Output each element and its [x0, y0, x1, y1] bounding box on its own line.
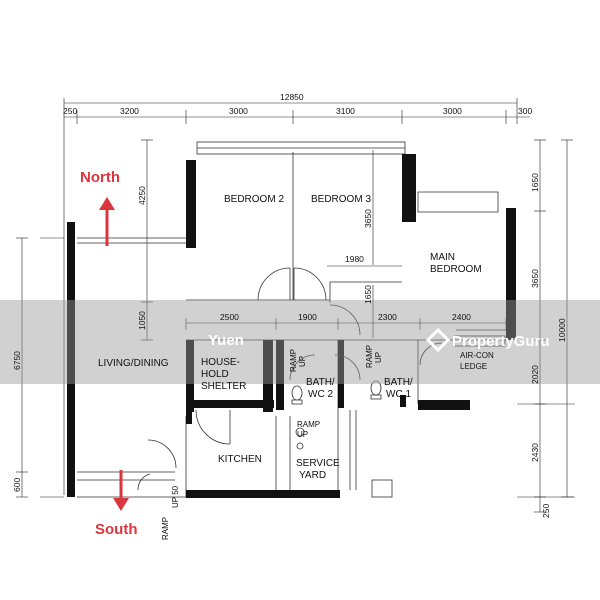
dim-top-seg-4: 3100 [336, 106, 355, 116]
room-shelter-line1: HOUSE- [201, 357, 240, 368]
dim-right-2: 3650 [530, 269, 540, 288]
room-kitchen: KITCHEN [218, 454, 262, 465]
ramp-1-up: UP [298, 356, 307, 367]
dim-mid-seg-2: 1900 [298, 312, 317, 322]
room-shelter-line2: HOLD [201, 369, 229, 380]
room-living-dining: LIVING/DINING [98, 358, 169, 369]
dim-mid-seg-1: 2500 [220, 312, 239, 322]
walls [67, 154, 516, 498]
watermark-agent: Yuen [208, 332, 244, 349]
dim-top-total: 12850 [280, 92, 304, 102]
room-aircon-line1: AIR-CON [460, 351, 494, 360]
dim-right-1: 1650 [530, 173, 540, 192]
dim-mid-seg-3: 2300 [378, 312, 397, 322]
dim-inner-horizontal: 1980 [345, 254, 364, 264]
room-bath1-line1: BATH/ [384, 377, 413, 388]
dim-left-2: 6750 [12, 351, 22, 370]
dim-right-3: 10000 [557, 318, 567, 342]
dim-left-1: 4250 [137, 186, 147, 205]
dim-inner-vertical-2: 1650 [363, 285, 373, 304]
room-bedroom-2: BEDROOM 2 [224, 194, 284, 205]
room-labels: BEDROOM 2 BEDROOM 3 MAIN BEDROOM LIVING/… [98, 194, 494, 481]
watermark: Yuen PropertyGuru [0, 300, 600, 384]
ramp-1-label: RAMP [289, 349, 298, 372]
room-bedroom-3: BEDROOM 3 [311, 194, 371, 205]
dim-left-4: 600 [12, 478, 22, 492]
ramp-labels: RAMP UP RAMP UP RAMP UP RAMP UP 50 [161, 345, 383, 540]
room-main-bedroom-line1: MAIN [430, 252, 455, 263]
dim-top-seg-3: 3000 [229, 106, 248, 116]
compass-south-label: South [95, 521, 138, 538]
ramp-50-label: RAMP [161, 517, 170, 540]
dim-right-4: 2020 [530, 365, 540, 384]
room-main-bedroom-line2: BEDROOM [430, 264, 482, 275]
ramp-2-label: RAMP [365, 345, 374, 368]
room-shelter-line3: SHELTER [201, 381, 246, 392]
room-bath2-line1: BATH/ [306, 377, 335, 388]
dimension-lines [16, 98, 575, 513]
compass-north-label: North [80, 169, 120, 186]
dim-top-seg-5: 3000 [443, 106, 462, 116]
compass: North South [80, 169, 138, 538]
dim-left-3: 1050 [137, 311, 147, 330]
ramp-50-up: UP 50 [171, 485, 180, 508]
watermark-brand: PropertyGuru [452, 333, 550, 350]
dim-right-6: 250 [541, 504, 551, 518]
dim-mid-seg-4: 2400 [452, 312, 471, 322]
room-service-yard-line1: SERVICE [296, 458, 340, 469]
room-aircon-line2: LEDGE [460, 362, 487, 371]
room-bath1-line2: WC 1 [386, 389, 411, 400]
dim-top-seg-2: 3200 [120, 106, 139, 116]
room-bath2-line2: WC 2 [308, 389, 333, 400]
dim-inner-vertical-1: 3650 [363, 209, 373, 228]
dim-top-seg-1: 250 [63, 106, 77, 116]
ramp-3-label: RAMP [297, 420, 320, 429]
propertyguru-logo-icon [425, 327, 451, 353]
ramp-3-up: UP [297, 430, 308, 439]
room-service-yard-line2: YARD [299, 470, 326, 481]
south-arrow-icon [113, 470, 129, 511]
ramp-2-up: UP [374, 352, 383, 363]
toilet-icons [291, 380, 382, 450]
dimension-labels: 12850 250 3200 3000 3100 3000 300 2500 1… [12, 92, 567, 518]
doors [137, 267, 443, 491]
dim-top-seg-6: 300 [518, 106, 532, 116]
dim-right-5: 2430 [530, 443, 540, 462]
north-arrow-icon [99, 197, 115, 246]
